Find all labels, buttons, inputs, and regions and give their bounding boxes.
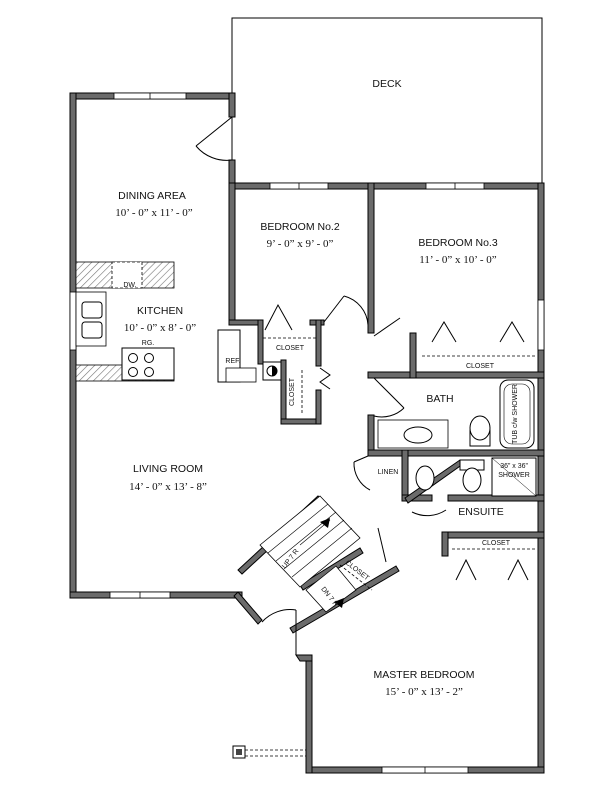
closet-stair-label: CLOSET: [344, 559, 371, 582]
bath-fixtures: [377, 379, 535, 449]
deck-label: DECK: [372, 78, 401, 90]
bedroom3-dims: 11’ - 0” x 10’ - 0”: [419, 254, 496, 266]
bedroom2-dims: 9’ - 0” x 9’ - 0”: [267, 238, 334, 250]
entry-post: [232, 745, 306, 759]
range-label: RG.: [142, 340, 155, 347]
dining-label: DINING AREA: [118, 190, 186, 202]
ensuite-label: ENSUITE: [458, 506, 504, 518]
doors: [195, 116, 529, 655]
bedroom2-label: BEDROOM No.2: [260, 221, 340, 233]
tub-label: TUB c/w SHOWER: [512, 384, 519, 444]
kitchen-label: KITCHEN: [137, 305, 183, 317]
windows: [69, 92, 545, 774]
closet-b3-label: CLOSET: [466, 363, 495, 370]
living-label: LIVING ROOM: [133, 463, 203, 475]
dishwasher-label: DW.: [123, 282, 136, 289]
linen-label: LINEN: [378, 469, 399, 476]
bath-label: BATH: [426, 393, 453, 405]
kitchen-counters: [75, 261, 257, 383]
deck-outline: [231, 17, 543, 184]
ensuite-fixtures: [415, 457, 537, 497]
closet-b2-label: CLOSET: [276, 345, 305, 352]
living-dims: 14’ - 0” x 13’ - 8”: [129, 481, 207, 493]
shower-label: SHOWER: [498, 472, 530, 479]
kitchen-dims: 10’ - 0” x 8’ - 0”: [124, 322, 196, 334]
shower-size-label: 36” x 36”: [500, 463, 528, 470]
furnace-symbol: [262, 361, 282, 381]
fridge-label: REF.: [225, 358, 240, 365]
closet-master-label: CLOSET: [482, 540, 511, 547]
closet-shelves: [263, 337, 536, 591]
master-label: MASTER BEDROOM: [374, 669, 475, 681]
dining-dims: 10’ - 0” x 11’ - 0”: [115, 207, 192, 219]
closet-hall-label: CLOSET: [289, 377, 296, 406]
bedroom3-label: BEDROOM No.3: [418, 237, 498, 249]
stairs: [259, 495, 361, 613]
master-dims: 15’ - 0” x 13’ - 2”: [385, 686, 463, 698]
